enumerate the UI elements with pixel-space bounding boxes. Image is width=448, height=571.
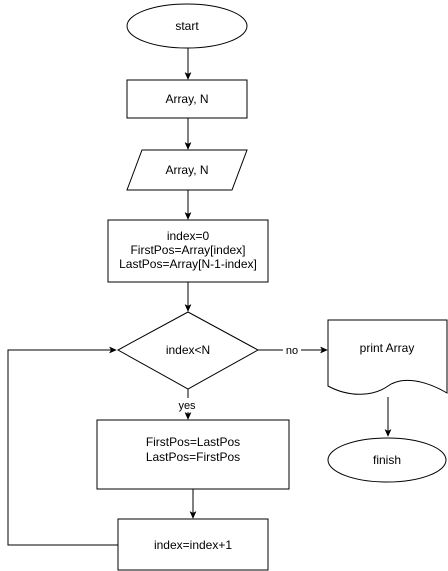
init-node: index=0 FirstPos=Array[index] LastPos=Ar… <box>107 219 269 283</box>
output-label: print Array <box>360 341 415 355</box>
input-data-node: Array, N <box>126 149 248 191</box>
increment-node: index=index+1 <box>117 518 269 571</box>
edge-labels: no yes <box>176 343 301 412</box>
finish-label: finish <box>373 453 401 467</box>
decision-node: index<N <box>116 311 260 390</box>
init-line-2: FirstPos=Array[index] <box>130 243 245 257</box>
swap-line-1: FirstPos=LastPos <box>146 435 240 449</box>
init-line-1: index=0 <box>167 229 210 243</box>
swap-line-2: LastPos=FirstPos <box>146 450 240 464</box>
start-node: start <box>126 3 248 49</box>
input-data-label: Array, N <box>165 163 208 177</box>
init-line-3: LastPos=Array[N-1-index] <box>119 257 257 271</box>
input-process-node: Array, N <box>126 79 248 119</box>
edge-increment-loop-back <box>7 350 118 546</box>
start-label: start <box>175 19 199 33</box>
increment-label: index=index+1 <box>154 538 232 552</box>
swap-node: FirstPos=LastPos LastPos=FirstPos <box>96 419 290 490</box>
edge-label-yes: yes <box>178 400 196 412</box>
decision-label: index<N <box>166 343 210 357</box>
edge-label-no: no <box>286 345 298 357</box>
finish-node: finish <box>327 437 447 483</box>
output-node: print Array <box>327 319 448 395</box>
input-process-label: Array, N <box>165 92 208 106</box>
